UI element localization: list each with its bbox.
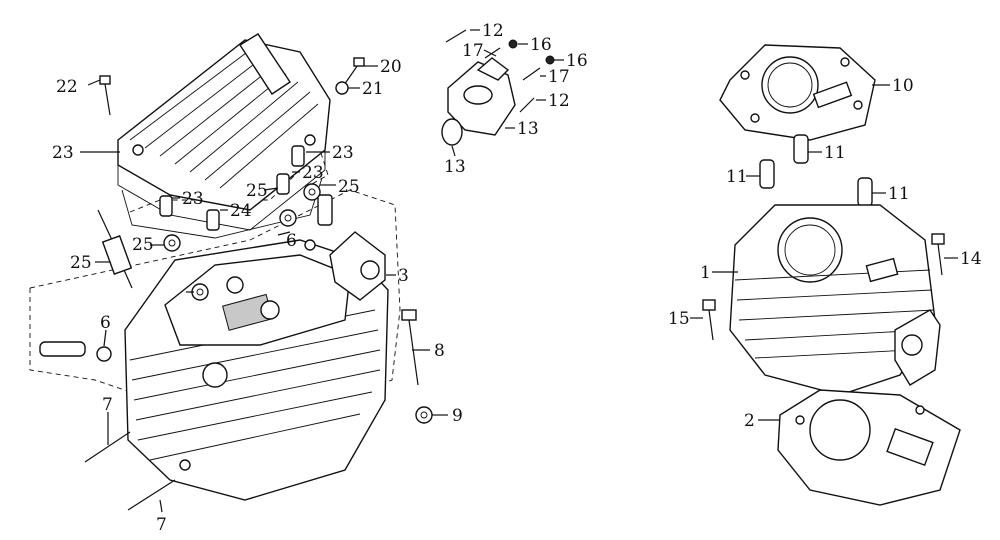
callout-18: 20 xyxy=(380,57,402,77)
callout-12-b: 15 xyxy=(668,309,690,329)
callout-17-a: 17 xyxy=(462,41,484,61)
callout-16-a: 16 xyxy=(530,35,552,55)
callout-21: 23 xyxy=(52,143,74,163)
o-ring-6 xyxy=(304,239,316,251)
dowel-22 xyxy=(317,194,333,226)
callout-25-b: 25 xyxy=(132,235,154,255)
callout-3: 3 xyxy=(398,266,409,286)
cylinder-1 xyxy=(729,204,941,396)
callout-13-a: 12 xyxy=(482,21,504,41)
callout-24: 25 xyxy=(70,253,92,273)
callout-11-b: 11 xyxy=(726,167,748,187)
callout-17-b: 17 xyxy=(548,67,570,87)
cover-gasket xyxy=(121,177,323,239)
callout-23-b: 23 xyxy=(182,189,204,209)
intake-pipe-14 xyxy=(447,57,516,136)
callout-13-b: 12 xyxy=(548,91,570,111)
intake-small-parts xyxy=(445,29,555,113)
head-gasket-10 xyxy=(719,44,876,141)
bolts-12 xyxy=(702,233,945,341)
leader-lines xyxy=(80,29,958,513)
group-outline-dashed xyxy=(29,149,401,421)
callout-23-c: 24 xyxy=(230,201,252,221)
callout-9: 9 xyxy=(452,406,463,426)
studs-7 xyxy=(84,431,176,511)
callout-23-d: 25 xyxy=(246,181,268,201)
washer-9 xyxy=(415,406,433,424)
callout-7-a: 7 xyxy=(102,395,113,415)
part-6-left xyxy=(39,341,112,362)
callout-6-b: 6 xyxy=(100,313,111,333)
callout-23-a: 23 xyxy=(302,163,324,183)
base-gasket-2 xyxy=(777,389,961,506)
callout-19: 21 xyxy=(362,79,384,99)
callout-12-a: 14 xyxy=(960,249,982,269)
o-ring-15 xyxy=(441,118,463,146)
callout-11-a: 11 xyxy=(824,143,846,163)
callout-8: 8 xyxy=(434,341,445,361)
bolt-20 xyxy=(99,75,111,116)
callout-1: 1 xyxy=(700,263,711,283)
callout-labels: 22 23 20 21 23 23 23 24 25 25 25 25 6 6 … xyxy=(52,21,982,535)
dowels-11 xyxy=(759,134,873,207)
callout-22: 23 xyxy=(332,143,354,163)
callout-20: 22 xyxy=(56,77,78,97)
callout-16-b: 16 xyxy=(566,51,588,71)
dowel-pins-23 xyxy=(159,145,305,231)
cylinder-head-cover xyxy=(117,33,331,231)
bolt-8 xyxy=(401,309,419,386)
callout-7-b: 7 xyxy=(156,515,167,535)
callout-6-a: 6 xyxy=(286,231,297,251)
callout-11-c: 11 xyxy=(888,184,910,204)
callout-25-a: 25 xyxy=(338,177,360,197)
callout-10: 10 xyxy=(892,76,914,96)
washers-25 xyxy=(163,183,321,301)
callout-2: 2 xyxy=(744,411,755,431)
cylinder-head xyxy=(124,231,389,501)
spark-plug-24 xyxy=(97,209,133,289)
callout-15: 13 xyxy=(444,157,466,177)
callout-14: 13 xyxy=(517,119,539,139)
